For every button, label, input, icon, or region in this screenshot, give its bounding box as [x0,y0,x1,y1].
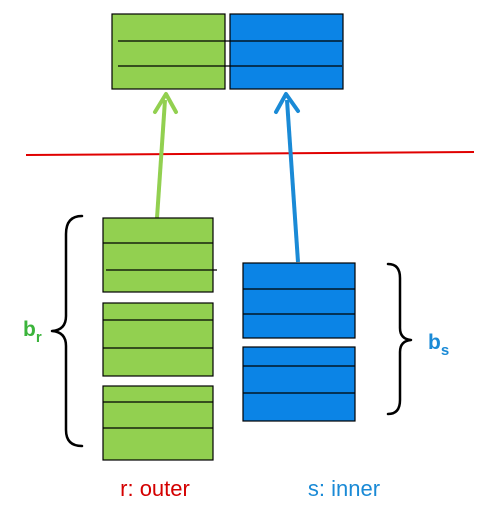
outer-relation-pages [102,217,217,461]
inner-page [242,346,356,422]
outer-page [102,217,217,293]
bs-label-sub: s [441,342,449,359]
br-label: br [23,318,42,346]
bs-label-main: b [428,331,441,354]
br-label-sub: r [36,329,42,346]
divider-line [25,151,475,156]
inner-page [242,262,356,339]
inner-relation-pages [242,262,356,422]
output-block [111,13,344,90]
arrow-up-icon-blue [274,92,300,263]
inner-label: s: inner [308,476,380,501]
output-green-half [111,13,226,90]
right-curly-brace-icon [386,262,413,416]
bs-label: bs [428,331,449,359]
arrow-up-icon-green [153,92,178,219]
outer-label: r: outer [120,476,190,501]
left-curly-brace-icon [50,214,84,448]
outer-page [102,302,214,377]
output-blue-half [229,13,344,90]
outer-page [102,385,214,461]
br-label-main: b [23,318,36,341]
